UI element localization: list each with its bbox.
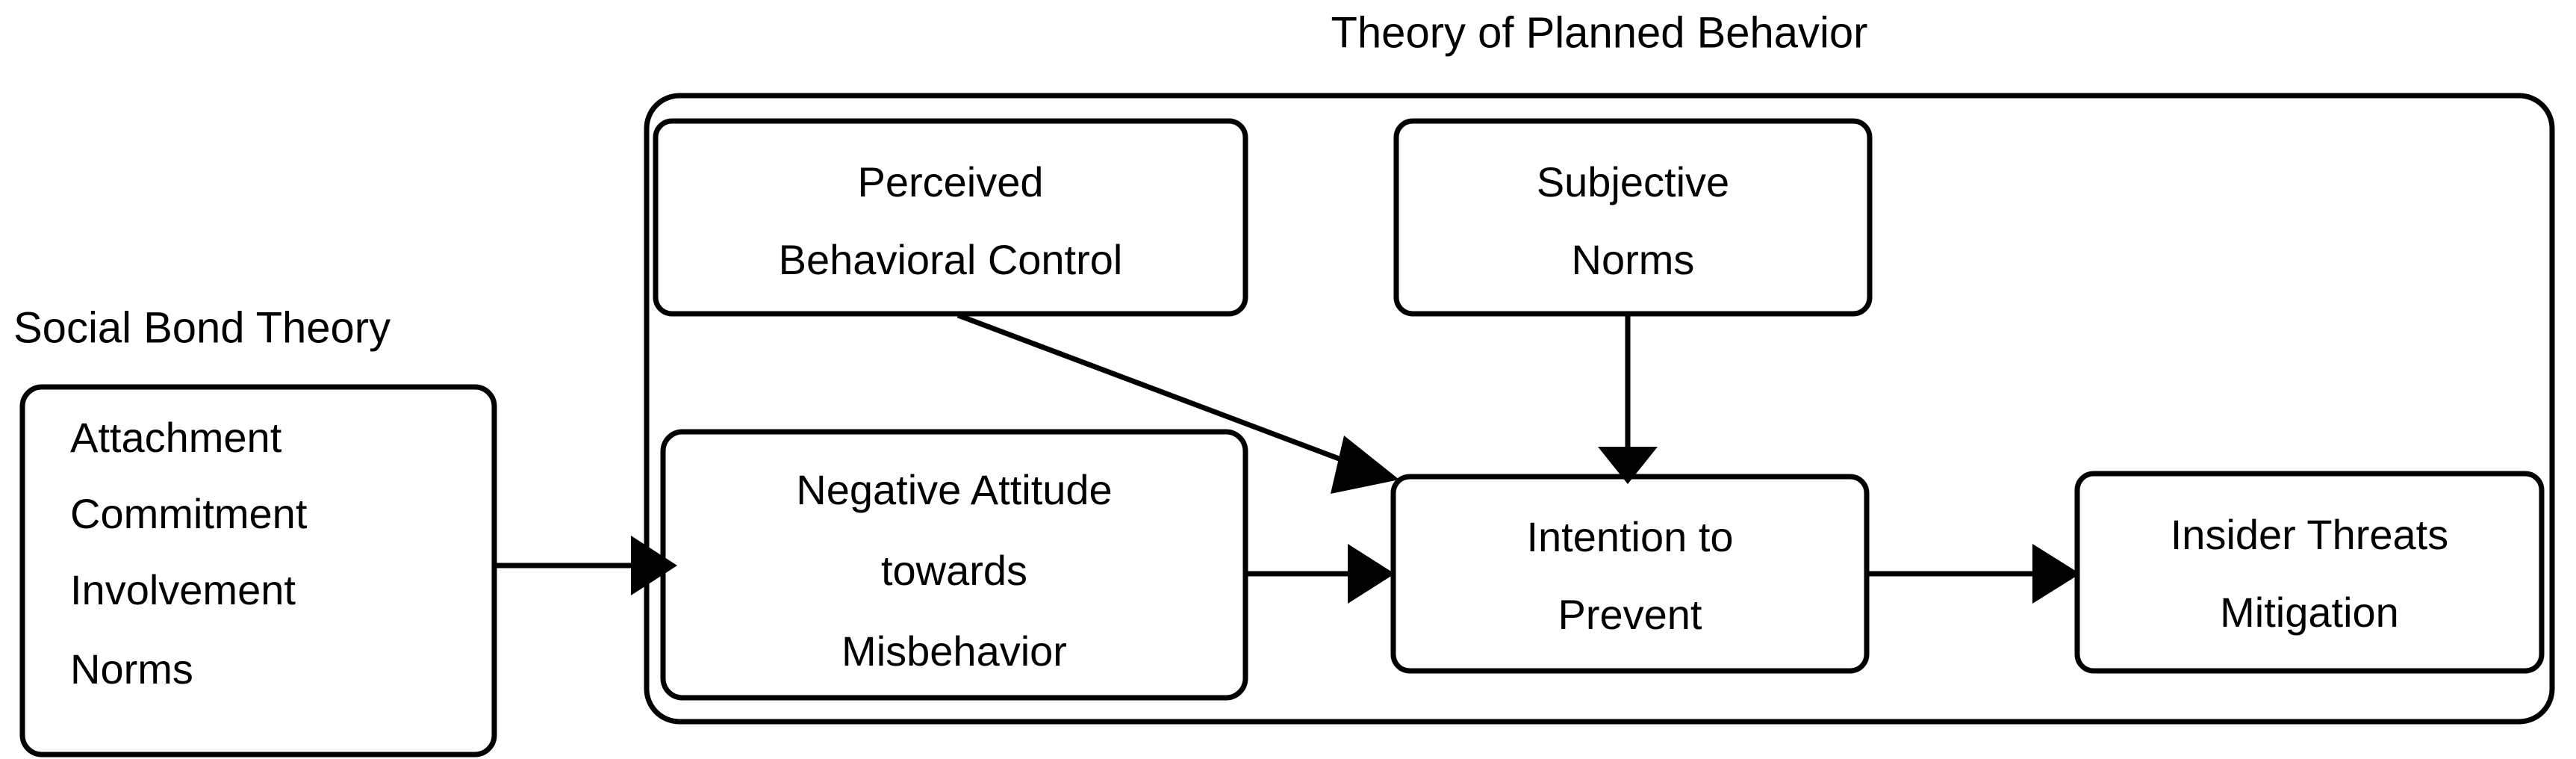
arrow-subjective-norms-to-intention — [1598, 314, 1658, 484]
social-bond-line-1: Attachment — [70, 414, 282, 461]
negative-attitude-line-2: towards — [881, 547, 1027, 594]
social-bond-line-2: Commitment — [70, 490, 308, 537]
arrow-social-bond-to-negative-attitude — [494, 536, 677, 595]
social-bond-line-3: Involvement — [70, 566, 296, 613]
subjective-norms-line-2: Norms — [1572, 236, 1695, 283]
negative-attitude-line-3: Misbehavior — [841, 628, 1067, 675]
tpb-group-container — [644, 93, 2555, 725]
insider-threats-line-1: Insider Threats — [2171, 511, 2448, 558]
social-bond-theory-title: Social Bond Theory — [13, 303, 391, 352]
subjective-norms-line-1: Subjective — [1537, 158, 1729, 205]
arrow-intention-to-insider-threats — [1867, 544, 2080, 604]
arrow-pbc-to-intention — [956, 312, 1399, 494]
pbc-line-1: Perceived — [857, 158, 1043, 205]
insider-threats-line-2: Mitigation — [2220, 589, 2399, 636]
social-bond-line-4: Norms — [70, 645, 193, 693]
pbc-line-2: Behavioral Control — [779, 236, 1123, 283]
negative-attitude-line-1: Negative Attitude — [796, 466, 1112, 513]
social-bond-box[interactable] — [19, 384, 497, 758]
perceived-behavioral-control-box[interactable] — [653, 118, 1248, 317]
arrow-negative-attitude-to-intention — [1245, 544, 1395, 604]
intention-line-2: Prevent — [1558, 591, 1702, 638]
tpb-group-title: Theory of Planned Behavior — [1331, 8, 1868, 57]
intention-line-1: Intention to — [1526, 513, 1733, 560]
subjective-norms-box[interactable] — [1393, 118, 1873, 317]
intention-to-prevent-box[interactable] — [1390, 474, 1870, 674]
insider-threats-mitigation-box[interactable] — [2074, 471, 2545, 674]
